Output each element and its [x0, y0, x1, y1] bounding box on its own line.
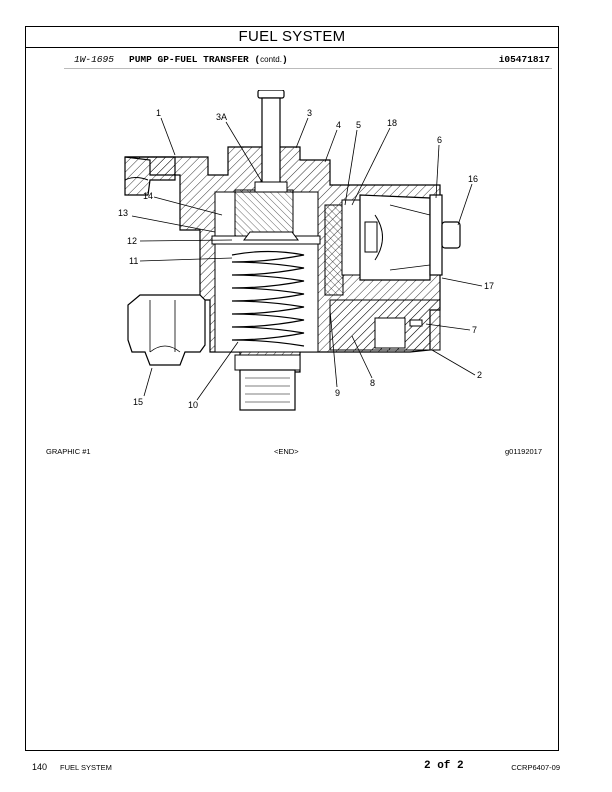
reference-id: i05471817: [498, 54, 550, 65]
callout-11: 11: [129, 256, 138, 266]
callout-16: 16: [468, 174, 478, 184]
page-number: 140: [32, 762, 48, 772]
callout-10: 10: [188, 400, 198, 410]
callout-14: 14: [143, 191, 153, 201]
callout-3: 3: [307, 108, 312, 118]
callout-7: 7: [472, 325, 477, 335]
callout-labels: 1 3A 3 4 5 18 6 16 14 13 12 11 17 7 2 8 …: [118, 108, 494, 410]
callout-6: 6: [437, 135, 442, 145]
callout-2: 2: [477, 370, 482, 380]
callout-9: 9: [335, 388, 340, 398]
callout-1: 1: [156, 108, 161, 118]
continued-label: contd.: [260, 55, 282, 64]
page-title: FUEL SYSTEM: [26, 27, 558, 48]
graphic-id: g01192017: [505, 447, 542, 456]
paren-close: ): [281, 54, 288, 65]
spring: [231, 250, 305, 347]
document-code: CCRP6407-09: [511, 763, 560, 772]
footer-section: FUEL SYSTEM: [60, 763, 112, 772]
part-name: PUMP GP-FUEL TRANSFER: [129, 54, 249, 65]
plunger-stem: [243, 90, 299, 241]
subheader-divider: [64, 68, 552, 69]
callout-8: 8: [370, 378, 375, 388]
callout-4: 4: [336, 120, 341, 130]
graphic-label: GRAPHIC #1: [46, 447, 91, 456]
page-frame: FUEL SYSTEM 1W-1695 PUMP GP-FUEL TRANSFE…: [25, 26, 559, 751]
callout-13: 13: [118, 208, 128, 218]
outlet-fitting: [234, 354, 301, 411]
pump-section-diagram: 1 3A 3 4 5 18 6 16 14 13 12 11 17 7 2 8 …: [118, 90, 494, 411]
callout-3a: 3A: [216, 112, 227, 122]
part-name-group: PUMP GP-FUEL TRANSFER (contd.): [129, 54, 288, 65]
paren-open: (: [254, 54, 261, 65]
callout-12: 12: [127, 236, 137, 246]
callout-5: 5: [356, 120, 361, 130]
inlet-nut: [127, 294, 206, 366]
end-label: <END>: [274, 447, 299, 456]
callout-18: 18: [387, 118, 397, 128]
callout-17: 17: [484, 281, 494, 291]
end-cap: [429, 194, 461, 276]
spring-bore: [211, 189, 321, 353]
part-number: 1W-1695: [74, 54, 114, 65]
lower-body: [329, 299, 441, 351]
callout-15: 15: [133, 397, 143, 407]
part-subheader: 1W-1695 PUMP GP-FUEL TRANSFER (contd.) i…: [26, 54, 558, 68]
page-count: 2 of 2: [424, 760, 464, 772]
leader-lines: [131, 117, 483, 401]
diaphragm-housing: [324, 194, 431, 296]
